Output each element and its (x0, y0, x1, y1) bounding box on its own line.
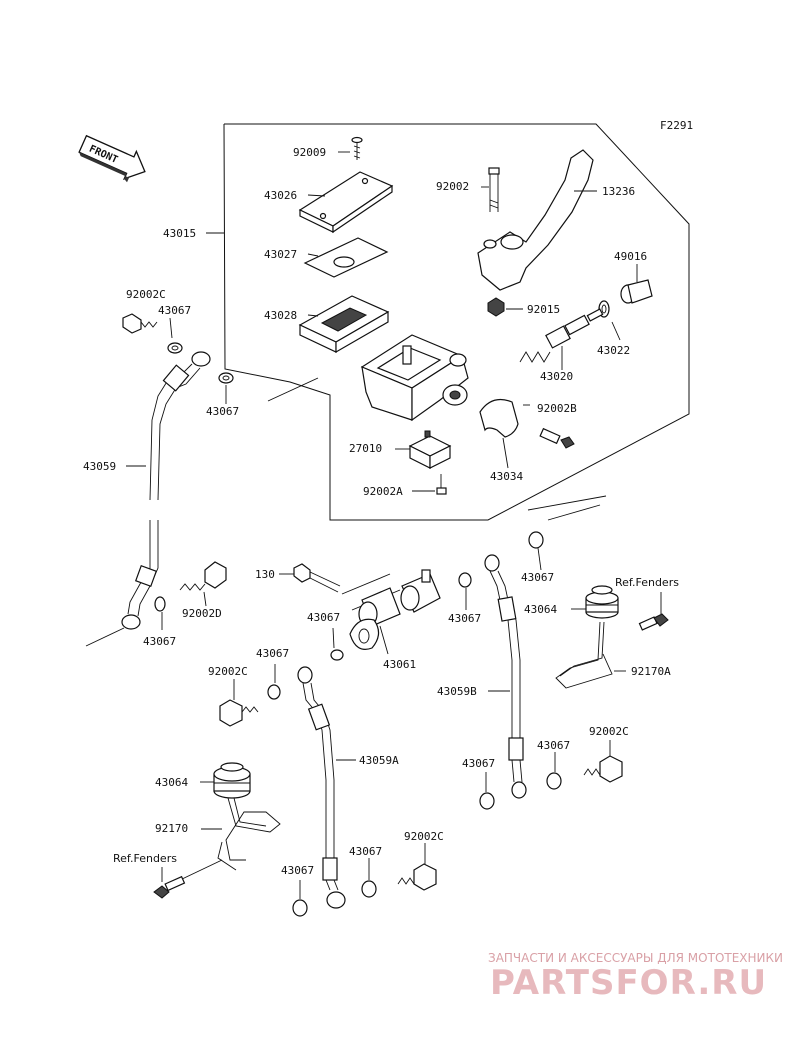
brake-hose-43059 (121, 351, 211, 630)
label-92170A: 92170A (631, 665, 671, 678)
washer-43067-b (218, 372, 234, 384)
label-43067-f: 43067 (521, 571, 554, 584)
brake-switch-27010 (408, 430, 452, 469)
label-13236: 13236 (602, 185, 635, 198)
screw-92009 (351, 136, 363, 160)
label-43034: 43034 (490, 470, 523, 483)
label-43027: 43027 (264, 248, 297, 261)
washer-43067-d (330, 649, 344, 661)
label-130: 130 (255, 568, 275, 581)
label-43026: 43026 (264, 189, 297, 202)
label-43059: 43059 (83, 460, 116, 473)
label-92170: 92170 (155, 822, 188, 835)
watermark-tagline: ЗАПЧАСТИ И АКСЕССУАРЫ ДЛЯ МОТОТЕХНИКИ (488, 951, 783, 965)
master-cylinder-body (360, 334, 469, 422)
screw-ref-fenders-b (153, 875, 186, 899)
washer-43067-e (458, 572, 472, 588)
label-43067-j: 43067 (281, 864, 314, 877)
label-43067-i: 43067 (462, 757, 495, 770)
label-92002A: 92002A (363, 485, 403, 498)
label-92002: 92002 (436, 180, 469, 193)
assembly-frame (223, 123, 690, 521)
banjo-bolt-92002C-b (219, 699, 259, 727)
diaphragm-plate-43027 (303, 237, 389, 278)
banjo-bolt-92002D (179, 561, 227, 591)
washer-43067-k (361, 880, 377, 898)
joint-43061 (349, 569, 441, 650)
bolt-130 (293, 563, 341, 593)
ref-fenders-b: Ref.Fenders (113, 852, 177, 865)
washer-43067-i (479, 792, 495, 810)
label-49016: 49016 (614, 250, 647, 263)
label-43020: 43020 (540, 370, 573, 383)
bolt-92002B (539, 427, 575, 449)
holder-43034 (479, 399, 519, 438)
clip-92170A (555, 621, 613, 689)
brake-lever-13236 (477, 149, 594, 291)
diaphragm-43028 (298, 295, 390, 354)
washer-43067-c (154, 596, 166, 612)
banjo-bolt-92002C-a (122, 313, 158, 334)
label-27010: 27010 (349, 442, 382, 455)
piston-kit-43020 (519, 308, 604, 363)
washer-43067-g (267, 684, 281, 700)
label-43067-e: 43067 (448, 612, 481, 625)
label-92002C-b: 92002C (208, 665, 248, 678)
label-92002D: 92002D (182, 607, 222, 620)
washer-43067-a (167, 342, 183, 354)
ref-fenders-a: Ref.Fenders (615, 576, 679, 589)
label-92015: 92015 (527, 303, 560, 316)
label-43022: 43022 (597, 344, 630, 357)
nut-92015 (487, 297, 505, 317)
label-92002C-c: 92002C (589, 725, 629, 738)
washer-43067-f (528, 531, 544, 549)
label-43015: 43015 (163, 227, 196, 240)
washer-43067-h (546, 772, 562, 790)
label-43064-b: 43064 (155, 776, 188, 789)
label-92002B: 92002B (537, 402, 577, 415)
label-43067-d: 43067 (307, 611, 340, 624)
pivot-bolt-92002 (488, 167, 500, 212)
label-43067-h: 43067 (537, 739, 570, 752)
label-43059B: 43059B (437, 685, 477, 698)
label-43067-a: 43067 (158, 304, 191, 317)
banjo-bolt-92002C-c (583, 755, 623, 783)
label-92002C-d: 92002C (404, 830, 444, 843)
figure-code: F2291 (660, 119, 693, 132)
front-arrow-icon: FRONT (78, 134, 146, 183)
grommet-43064-a (585, 585, 619, 619)
screw-ref-fenders-a (638, 613, 669, 631)
label-43067-b: 43067 (206, 405, 239, 418)
grommet-43064-b (213, 762, 251, 799)
label-43059A: 43059A (359, 754, 399, 767)
brake-hose-43059A (297, 666, 346, 909)
dust-boot-49016 (620, 279, 653, 304)
screw-92002A (436, 474, 447, 495)
watermark-brand: PARTSFOR.RU (490, 963, 767, 1003)
label-43061: 43061 (383, 658, 416, 671)
clip-92170 (217, 797, 281, 871)
label-43067-k: 43067 (349, 845, 382, 858)
label-43028: 43028 (264, 309, 297, 322)
label-92002C-a: 92002C (126, 288, 166, 301)
banjo-bolt-92002C-d (397, 863, 437, 891)
label-43067-c: 43067 (143, 635, 176, 648)
label-92009: 92009 (293, 146, 326, 159)
reservoir-cap-43026 (298, 171, 394, 234)
brake-hose-43059B (484, 554, 527, 799)
label-43067-g: 43067 (256, 647, 289, 660)
washer-43067-j (292, 899, 308, 917)
label-43064-a: 43064 (524, 603, 557, 616)
